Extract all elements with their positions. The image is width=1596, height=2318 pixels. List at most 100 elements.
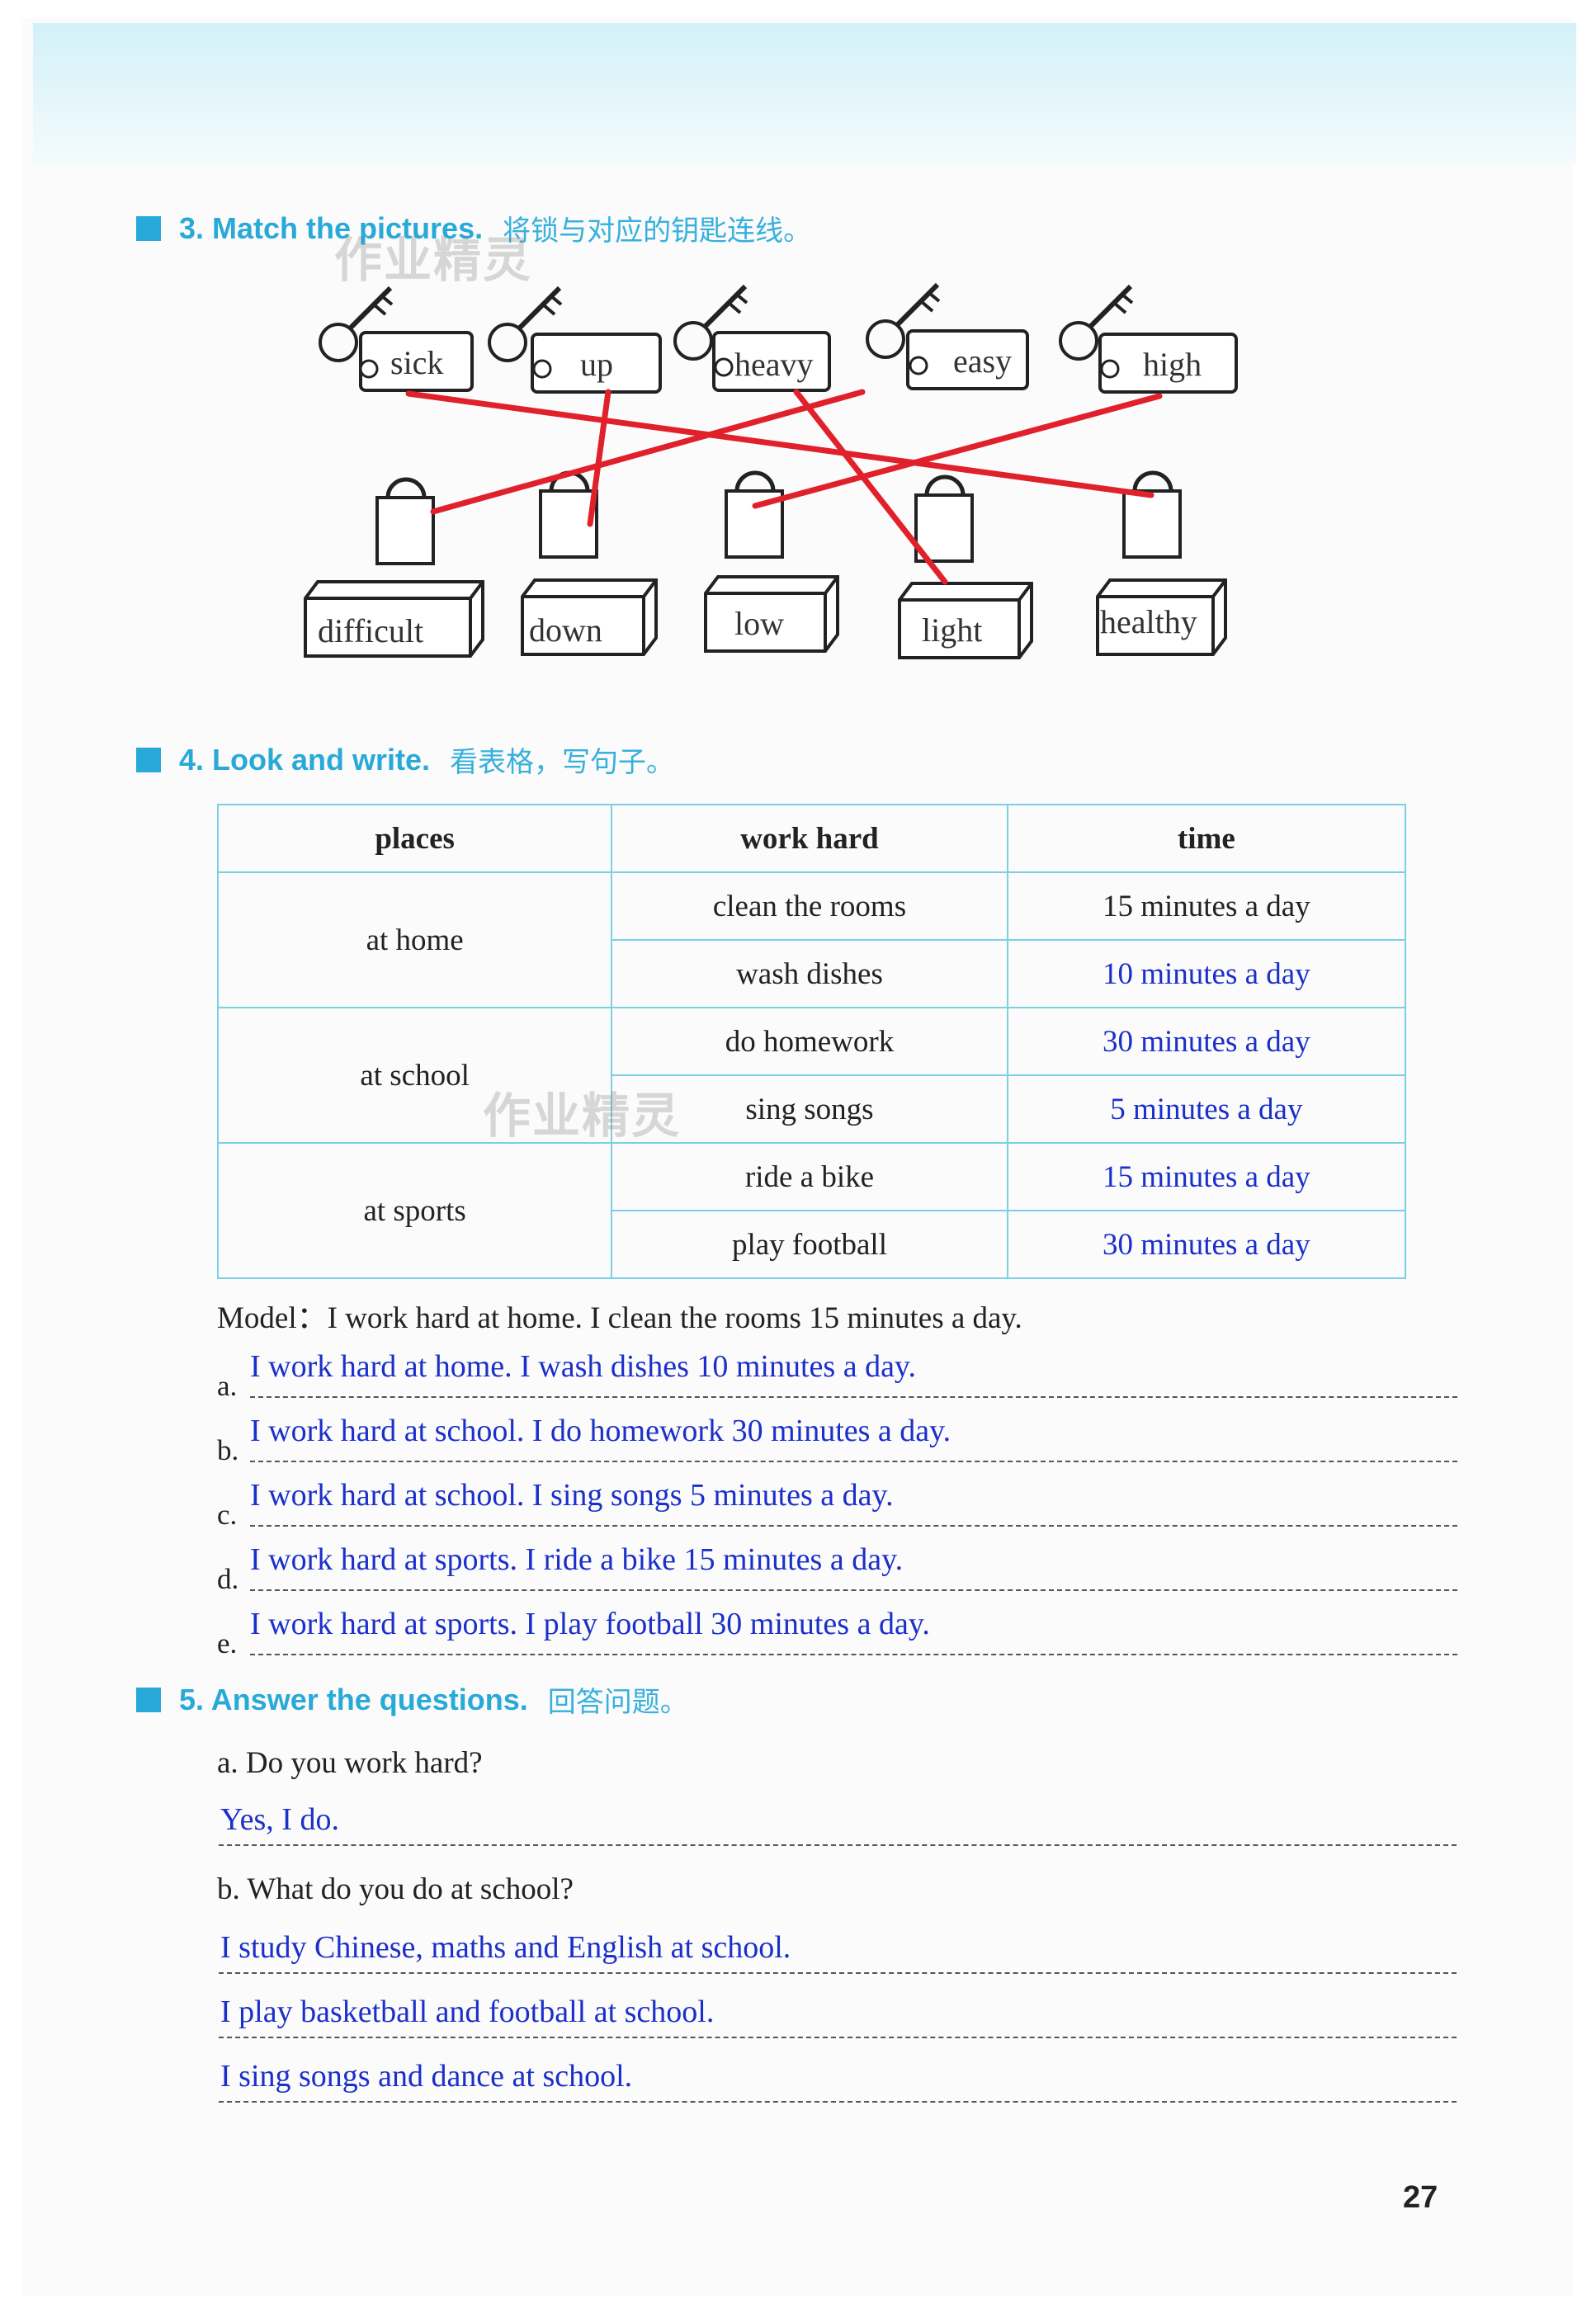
answer-text: I play basketball and football at school… (220, 1995, 715, 2029)
work-hard-table: places work hard time at home clean the … (216, 804, 1407, 1279)
answer-line-q2-1[interactable]: I study Chinese, maths and English at sc… (219, 1923, 1457, 1974)
answer-label: b. (217, 1434, 239, 1466)
activity-cell: play football (611, 1210, 1008, 1279)
key-label: high (1143, 346, 1202, 383)
lock-difficult[interactable]: difficult (304, 477, 484, 658)
answer-line-e[interactable]: e. I work hard at sports. I play footbal… (217, 1596, 1457, 1659)
section-4-title-cn: 看表格，写句子。 (450, 746, 675, 779)
answer-label: c. (217, 1499, 238, 1531)
answer-label: a. (217, 1370, 238, 1402)
key-label: sick (390, 344, 443, 381)
time-cell: 30 minutes a day (1006, 1210, 1407, 1279)
table-row: sing songs 5 minutes a day (218, 1074, 1407, 1144)
key-high[interactable]: high (1059, 284, 1238, 394)
answer-line-c[interactable]: c. I work hard at school. I sing songs 5… (217, 1467, 1457, 1531)
answer-text: I sing songs and dance at school. (220, 2059, 633, 2094)
header-work-hard: work hard (611, 804, 1008, 873)
table-header-row: places work hard time (216, 804, 1407, 873)
time-cell: 15 minutes a day (1006, 871, 1407, 941)
key-label: easy (953, 342, 1012, 380)
table-row: play football 30 minutes a day (218, 1210, 1407, 1279)
answer-rule (250, 1396, 1457, 1398)
section-4-title: 4. Look and write. (179, 742, 431, 777)
lock-label: down (529, 611, 602, 649)
time-cell: 15 minutes a day (1006, 1142, 1407, 1211)
match-lines (405, 389, 1163, 585)
section-3-heading: 3. Match the pictures. 将锁与对应的钥匙连线。 (136, 208, 811, 248)
section-3-title-cn: 将锁与对应的钥匙连线。 (503, 215, 812, 248)
watermark: 作业精灵 (334, 232, 533, 288)
lock-label: light (922, 611, 982, 649)
answer-line-b[interactable]: b. I work hard at school. I do homework … (217, 1403, 1457, 1466)
key-sick[interactable]: sick (319, 286, 474, 392)
lock-label: low (734, 605, 784, 642)
header-band (33, 23, 1576, 163)
answer-rule (250, 1461, 1457, 1462)
activity-cell: wash dishes (611, 939, 1008, 1008)
answer-text: I work hard at sports. I play football 3… (250, 1607, 930, 1641)
key-lock-matching: sick up heavy easy high (304, 282, 1238, 659)
section-5-title: 5. Answer the questions. (179, 1682, 528, 1716)
answer-text: I work hard at school. I do homework 30 … (250, 1414, 951, 1448)
lock-label: healthy (1100, 603, 1197, 640)
answer-text: I work hard at school. I sing songs 5 mi… (250, 1478, 894, 1513)
key-label: heavy (734, 346, 814, 383)
match-line-heavy-light (793, 389, 948, 585)
section-marker-icon (136, 1687, 161, 1712)
section-5-title-cn: 回答问题。 (547, 1686, 688, 1719)
answer-rule (250, 1589, 1457, 1591)
match-line-high-low (752, 393, 1163, 509)
section-marker-icon (136, 215, 161, 241)
key-label: up (580, 346, 613, 383)
time-cell: 30 minutes a day (1006, 1007, 1407, 1076)
answer-rule (250, 1525, 1457, 1527)
question-b: b. What do you do at school? (217, 1872, 574, 1906)
header-time: time (1006, 804, 1407, 873)
answer-line-a[interactable]: a. I work hard at home. I wash dishes 10… (217, 1338, 1457, 1402)
lock-light[interactable]: light (898, 474, 1033, 659)
answer-line-q1[interactable]: Yes, I do. (219, 1795, 1457, 1846)
place-cell: at school (216, 1007, 613, 1144)
answer-text: I study Chinese, maths and English at sc… (220, 1930, 791, 1965)
section-5-heading: 5. Answer the questions. 回答问题。 (136, 1679, 688, 1720)
lock-label: difficult (318, 612, 423, 649)
activity-cell: do homework (611, 1007, 1008, 1076)
answer-line-d[interactable]: d. I work hard at sports. I ride a bike … (217, 1532, 1457, 1595)
match-line-sick-healthy (405, 390, 1155, 498)
lock-low[interactable]: low (704, 470, 839, 653)
section-3-title: 3. Match the pictures. (179, 210, 484, 245)
time-cell: 5 minutes a day (1006, 1074, 1407, 1144)
key-heavy[interactable]: heavy (673, 284, 831, 392)
place-cell: at home (216, 871, 613, 1008)
answer-label: d. (217, 1563, 239, 1595)
answer-rule (250, 1654, 1457, 1655)
table-row: at school do homework 30 minutes a day (216, 1007, 1407, 1144)
answer-line-q2-3[interactable]: I sing songs and dance at school. (219, 2051, 1457, 2103)
page-number: 27 (1403, 2180, 1438, 2215)
activity-cell: ride a bike (611, 1142, 1008, 1211)
table-row: at sports ride a bike 15 minutes a day (216, 1142, 1407, 1279)
activity-cell: clean the rooms (611, 871, 1008, 941)
answer-text: I work hard at home. I wash dishes 10 mi… (250, 1349, 916, 1384)
answer-text: I work hard at sports. I ride a bike 15 … (250, 1542, 904, 1577)
header-places: places (216, 804, 613, 873)
place-cell: at sports (216, 1142, 613, 1279)
match-line-easy-difficult (430, 389, 866, 515)
lock-down[interactable]: down (521, 470, 658, 656)
question-a: a. Do you work hard? (217, 1746, 483, 1780)
table-row: at home clean the rooms 15 minutes a day (216, 871, 1407, 1008)
lock-healthy[interactable]: healthy (1096, 470, 1227, 656)
model-sentence: Model：I work hard at home. I clean the r… (217, 1301, 1022, 1335)
table-row: wash dishes 10 minutes a day (218, 939, 1407, 1008)
watermark: 作业精灵 (483, 1088, 682, 1144)
section-4-heading: 4. Look and write. 看表格，写句子。 (136, 739, 674, 780)
match-line-up-down (587, 389, 611, 527)
key-easy[interactable]: easy (866, 282, 1029, 390)
answer-text: Yes, I do. (220, 1802, 339, 1837)
section-marker-icon (136, 747, 161, 772)
answer-label: e. (217, 1627, 238, 1659)
answer-line-q2-2[interactable]: I play basketball and football at school… (219, 1987, 1457, 2038)
key-up[interactable]: up (488, 286, 662, 394)
activity-cell: sing songs (611, 1074, 1008, 1144)
time-cell: 10 minutes a day (1006, 939, 1407, 1008)
